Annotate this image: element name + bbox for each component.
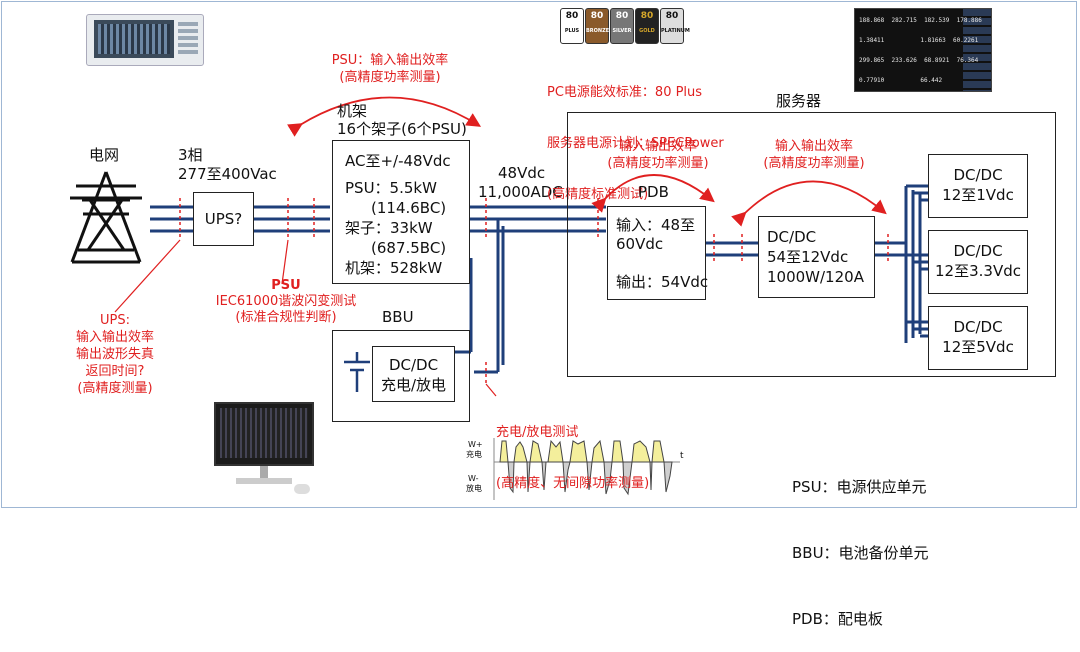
pdb-output: 输出：54Vdc: [616, 273, 709, 291]
dcdc-main-title: DC/DC: [767, 228, 817, 246]
display-row2: 1.38411 1.81663 60.2261: [859, 37, 979, 44]
rack-box: AC至+/-48Vdc PSU：5.5kW (114.6BC) 架子：33kW …: [332, 140, 470, 284]
dcdc-note-line: 输入输出效率: [774, 139, 853, 154]
pc-monitor-image: [214, 402, 318, 500]
waveform-charge-label: 充电: [466, 450, 482, 459]
ups-note-line: 返回时间?: [85, 364, 145, 379]
bbu-dcdc-title: DC/DC: [388, 356, 439, 374]
waveform-wplus-label: W+: [468, 440, 483, 449]
rack-conversion: AC至+/-48Vdc: [345, 152, 451, 170]
bbu-note-line: 充电/放电测试: [496, 425, 579, 440]
psu-note-line: (标准合规性判断): [235, 310, 337, 325]
diagram-frame: [1, 1, 1077, 508]
bbu-title: BBU: [382, 308, 414, 326]
ups-note-line: 输出波形失真: [75, 347, 154, 362]
ups-note-title: UPS:: [100, 313, 130, 328]
ups-note: UPS: 输入输出效率 输出波形失真 返回时间? (高精度测量): [40, 312, 190, 397]
psu-efficiency-note: PSU：输入输出效率 (高精度功率测量): [320, 52, 460, 86]
rack-total-power: 机架：528kW: [345, 259, 443, 277]
rack-subtitle: 16个架子(6个PSU): [337, 120, 467, 138]
server-box: [567, 112, 1056, 377]
bbu-box: [332, 330, 470, 422]
bbu-test-note: 充电/放电测试 (高精度、无间隙功率测量): [496, 390, 649, 509]
voltage-label: 277至400Vac: [178, 165, 277, 183]
rack-psu-current: (114.6BC): [371, 199, 447, 217]
dcdc-efficiency-note: 输入输出效率 (高精度功率测量): [752, 138, 876, 172]
standard-80plus: PC电源能效标准：80 Plus: [547, 85, 703, 100]
dcdc-output-box: DC/DC 12至1Vdc: [928, 154, 1028, 218]
dcdc-output-title: DC/DC: [953, 166, 1003, 184]
abbreviation-legend: PSU：电源供应单元 BBU：电池备份单元 PDB：配电板: [792, 432, 929, 652]
display-row4: 0.77910 66.442: [859, 77, 943, 84]
dcdc-output-box: DC/DC 12至3.3Vdc: [928, 230, 1028, 294]
ups-box: UPS?: [193, 192, 254, 246]
waveform-discharge-label: 放电: [466, 484, 482, 493]
pdb-note-line: 输入输出效率: [618, 139, 697, 154]
display-row1: 188.868 282.715 182.539 178.886: [859, 17, 982, 24]
battery-symbol: [344, 352, 370, 392]
psu-efficiency-line: PSU：输入输出效率: [331, 53, 449, 68]
waveform-time-label: t: [680, 451, 684, 461]
bbu-dcdc-box: DC/DC 充电/放电: [372, 346, 455, 402]
pdb-efficiency-arrow: [591, 174, 715, 213]
ups-label: UPS?: [204, 210, 243, 228]
dcdc-output-voltage: 12至3.3Vdc: [935, 262, 1021, 280]
psu-harmonics-note: PSU IEC61000谐波闪变测试 (标准合规性判断): [212, 278, 360, 326]
pdb-efficiency-note: 输入输出效率 (高精度功率测量): [596, 138, 720, 172]
dcdc-output-voltage: 12至1Vdc: [942, 186, 1014, 204]
dcdc-note-line: (高精度功率测量): [763, 156, 865, 171]
bus-voltage: 48Vdc: [498, 164, 546, 182]
psu-efficiency-arrow: [287, 96, 482, 137]
dcdc-output-box: DC/DC 12至5Vdc: [928, 306, 1028, 370]
psu-note-line: IEC61000谐波闪变测试: [215, 294, 357, 309]
three-phase-label: 3相: [178, 146, 203, 164]
dcdc-main-voltage: 54至12Vdc: [767, 248, 849, 266]
rack-shelf-power: 架子：33kW: [345, 219, 433, 237]
legend-psu: PSU：电源供应单元: [792, 478, 927, 496]
pdb-note-line: (高精度功率测量): [607, 156, 709, 171]
pdb-input-range: 60Vdc: [616, 235, 664, 253]
pdb-input: 输入：48至: [616, 216, 696, 234]
dcdc-efficiency-arrow: [731, 180, 887, 227]
psu-efficiency-line: (高精度功率测量): [339, 70, 441, 85]
power-analyzer-image: [86, 10, 208, 68]
bus-wiring: [70, 96, 928, 500]
analyzer-display-image: 188.868 282.715 182.539 178.886 1.38411 …: [854, 8, 992, 92]
bus-current: 11,000ADC: [478, 183, 563, 201]
dcdc-main-rating: 1000W/120A: [767, 268, 864, 286]
standards-note: PC电源能效标准：80 Plus 服务器电源计划：SPECPower (高精度标…: [547, 50, 724, 220]
legend-bbu: BBU：电池备份单元: [792, 544, 929, 562]
ups-note-line: (高精度测量): [77, 381, 153, 396]
standard-specpower: 服务器电源计划：SPECPower: [547, 136, 724, 151]
rack-shelf-current: (687.5BC): [371, 239, 447, 257]
ups-note-line: 输入输出效率: [75, 330, 154, 345]
pdb-box: 输入：48至 60Vdc 输出：54Vdc: [607, 206, 709, 300]
psu-note-title: PSU: [271, 278, 301, 293]
dcdc-main-box: DC/DC 54至12Vdc 1000W/120A: [758, 216, 875, 298]
dcdc-output-title: DC/DC: [953, 242, 1003, 260]
bbu-note-line: (高精度、无间隙功率测量): [496, 476, 650, 491]
server-title: 服务器: [776, 92, 822, 110]
transmission-tower-icon: [70, 171, 142, 264]
charge-discharge-waveform: [493, 438, 680, 500]
legend-pdb: PDB：配电板: [792, 610, 883, 628]
pdb-title: PDB: [638, 183, 669, 201]
waveform-wminus-label: W-: [468, 474, 479, 483]
bbu-dcdc-mode: 充电/放电: [380, 376, 447, 394]
rack-psu-power: PSU：5.5kW: [345, 179, 437, 197]
display-row3: 299.865 233.626 68.8921 76.364: [859, 57, 979, 64]
standard-note: (高精度标准测试): [547, 187, 649, 202]
dcdc-output-voltage: 12至5Vdc: [942, 338, 1014, 356]
grid-label: 电网: [89, 146, 120, 164]
dcdc-output-title: DC/DC: [953, 318, 1003, 336]
rack-title: 机架: [337, 102, 368, 120]
